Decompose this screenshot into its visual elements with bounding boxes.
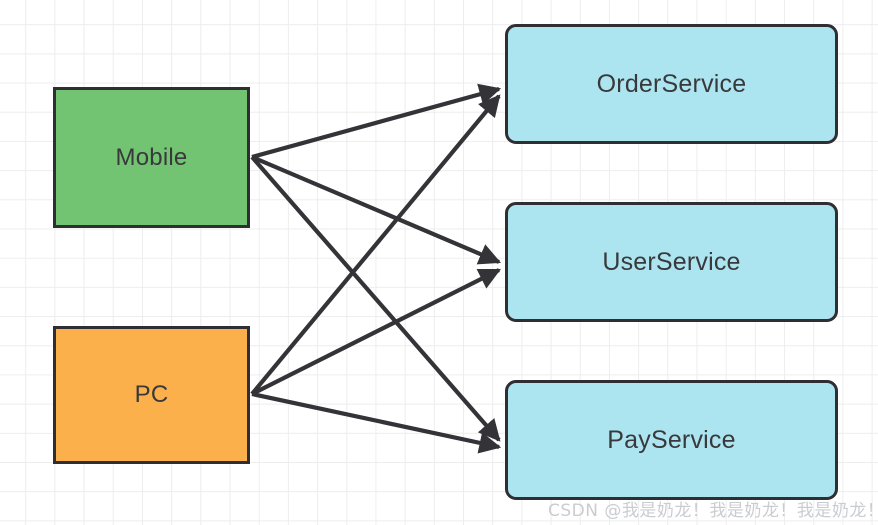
node-payservice-label: PayService — [607, 425, 736, 454]
node-mobile-label: Mobile — [115, 143, 188, 171]
edge-pc-payservice — [251, 391, 502, 454]
node-orderservice-label: OrderService — [596, 69, 747, 98]
csdn-watermark: CSDN @我是奶龙！我是奶龙！我是奶龙！ — [548, 501, 878, 521]
edge-mobile-payservice — [250, 155, 501, 442]
node-mobile[interactable]: Mobile — [53, 87, 250, 228]
edge-mobile-orderservice — [251, 83, 502, 160]
node-userservice[interactable]: UserService — [505, 202, 838, 322]
edge-pc-orderservice — [250, 94, 501, 396]
node-orderservice[interactable]: OrderService — [505, 24, 838, 144]
node-userservice-label: UserService — [602, 247, 741, 276]
edge-mobile-userservice — [251, 155, 502, 265]
edge-pc-userservice — [251, 268, 501, 396]
node-pc-label: PC — [134, 381, 169, 408]
node-payservice[interactable]: PayService — [505, 380, 838, 500]
node-pc[interactable]: PC — [53, 326, 250, 464]
